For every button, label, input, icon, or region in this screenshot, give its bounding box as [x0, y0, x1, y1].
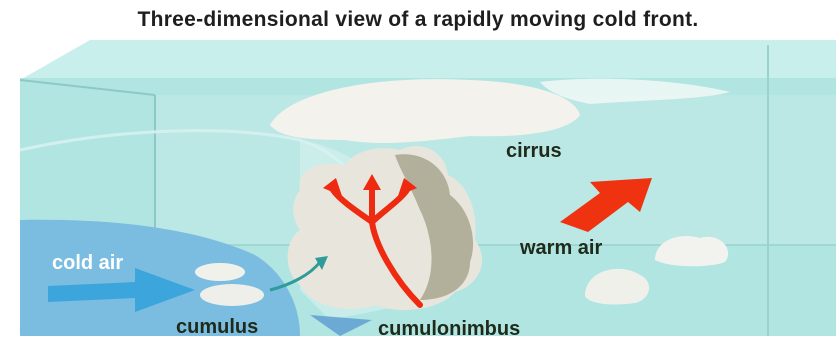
cumulus-cloud-left-1 — [195, 263, 245, 281]
box-top-face — [20, 40, 836, 80]
diagram-title: Three-dimensional view of a rapidly movi… — [0, 8, 836, 32]
label-cold-air: cold air — [52, 252, 123, 275]
cumulus-cloud-left-2 — [200, 284, 264, 306]
label-cirrus: cirrus — [506, 140, 562, 163]
label-cumulonimbus: cumulonimbus — [378, 318, 520, 341]
label-cumulus: cumulus — [176, 316, 258, 339]
label-warm-air: warm air — [520, 237, 602, 260]
